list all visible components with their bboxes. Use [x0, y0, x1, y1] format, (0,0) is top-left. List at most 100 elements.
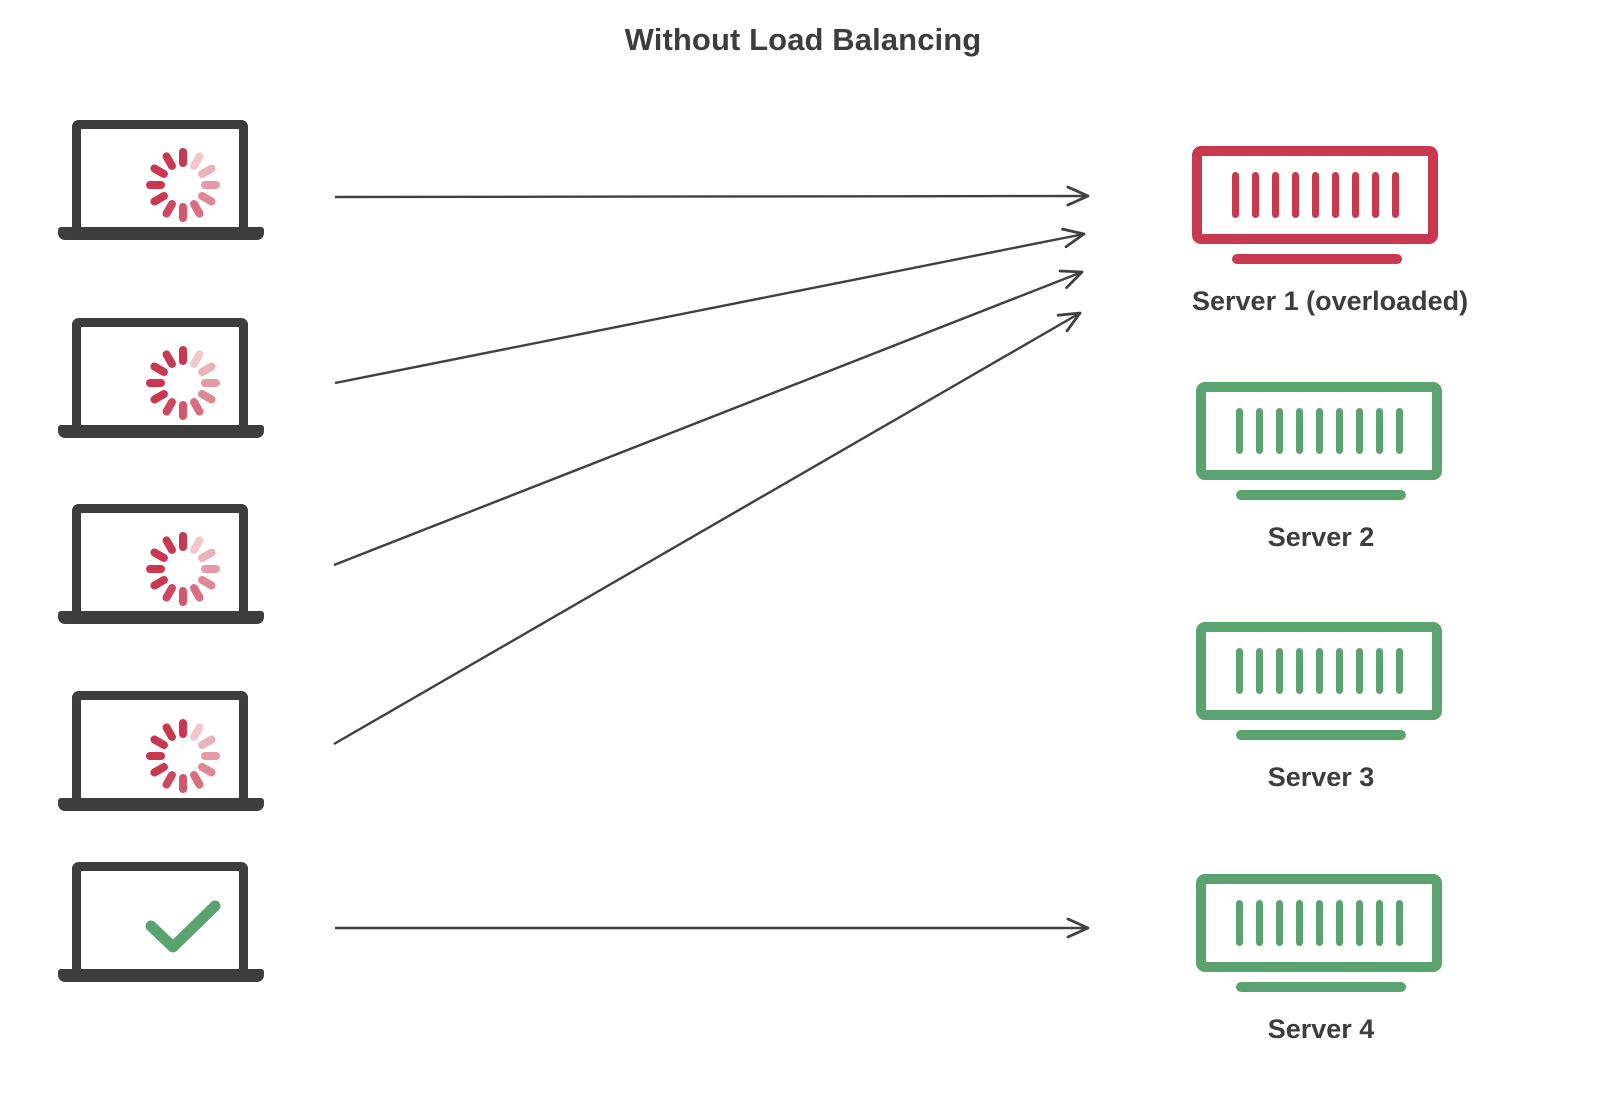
server-rack-bar [1351, 172, 1359, 218]
server-rack-bar [1335, 648, 1343, 694]
connection-arrow [335, 917, 1090, 939]
server-rack-icon [1196, 382, 1442, 480]
server-rack-bar [1375, 408, 1383, 454]
client-laptop [58, 318, 270, 448]
spinner-icon [146, 719, 220, 793]
server-rack-bar [1295, 648, 1303, 694]
check-icon [145, 900, 221, 953]
spinner-segment [179, 587, 187, 606]
connection-arrow [333, 269, 1084, 567]
spinner-segment [179, 719, 187, 738]
spinner-segment [161, 396, 178, 418]
server-rack-bar [1375, 648, 1383, 694]
spinner-segment [188, 198, 205, 220]
spinner-segment [188, 396, 205, 418]
spinner-segment [201, 181, 220, 189]
server-rack-bar [1275, 900, 1283, 946]
server-node: Server 1 (overloaded) [1192, 146, 1469, 317]
spinner-segment [146, 752, 165, 760]
laptop-screen [104, 709, 262, 803]
server-rack-bar [1271, 172, 1279, 218]
laptop-base [58, 611, 264, 624]
server-rack-bar [1255, 900, 1263, 946]
server-rack-bar [1255, 648, 1263, 694]
server-rack-bar [1275, 648, 1283, 694]
server-label: Server 4 [1267, 1014, 1375, 1044]
spinner-segment [188, 769, 205, 791]
server-rack-bar [1275, 408, 1283, 454]
server-rack-bar [1355, 648, 1363, 694]
spinner-segment [179, 203, 187, 222]
spinner-segment [201, 752, 220, 760]
server-rack-bar [1255, 408, 1263, 454]
server-rack-bar [1235, 900, 1243, 946]
client-laptop [58, 691, 270, 821]
spinner-segment [196, 163, 218, 180]
page-title: Without Load Balancing [624, 22, 982, 57]
server-rack-bar [1315, 408, 1323, 454]
laptop-lid [72, 504, 248, 616]
server-rack-bar [1315, 900, 1323, 946]
spinner-icon [146, 346, 220, 420]
server-node: Server 2 [1196, 382, 1446, 553]
spinner-segment [146, 379, 165, 387]
server-rack-icon [1196, 874, 1442, 972]
connection-arrow [334, 227, 1086, 385]
spinner-segment [161, 769, 178, 791]
laptop-screen [104, 336, 262, 430]
laptop-base [58, 227, 264, 240]
spinner-segment [201, 379, 220, 387]
arrow-head [1058, 269, 1084, 290]
server-stand [1236, 730, 1406, 740]
spinner-segment [161, 582, 178, 604]
server-rack-bar [1235, 408, 1243, 454]
server-rack-bar [1295, 408, 1303, 454]
spinner-segment [161, 198, 178, 220]
server-label: Server 2 [1267, 522, 1375, 552]
server-rack-bar [1371, 172, 1379, 218]
server-rack-bar [1355, 408, 1363, 454]
server-rack-bar [1355, 900, 1363, 946]
laptop-screen [104, 880, 262, 974]
spinner-segment [179, 774, 187, 793]
server-rack-bar [1251, 172, 1259, 218]
laptop-base [58, 798, 264, 811]
server-label: Server 1 (overloaded) [1192, 286, 1469, 316]
laptop-lid [72, 318, 248, 430]
server-rack-bar [1395, 900, 1403, 946]
connection-arrow [334, 185, 1090, 207]
connection-arrow [333, 311, 1082, 746]
spinner-segment [179, 401, 187, 420]
server-rack-bar [1291, 172, 1299, 218]
spinner-icon [146, 532, 220, 606]
server-rack-bar [1335, 900, 1343, 946]
server-rack-bar [1235, 648, 1243, 694]
spinner-segment [196, 388, 218, 405]
laptop-base [58, 425, 264, 438]
server-rack-bar [1315, 648, 1323, 694]
server-rack-bar [1295, 900, 1303, 946]
laptop-base [58, 969, 264, 982]
spinner-segment [188, 582, 205, 604]
server-rack-bar [1231, 172, 1239, 218]
spinner-segment [196, 574, 218, 591]
spinner-icon [146, 148, 220, 222]
arrow-line [334, 194, 1089, 199]
server-rack-bar [1331, 172, 1339, 218]
server-rack-icon [1192, 146, 1438, 244]
spinner-segment [146, 565, 165, 573]
spinner-segment [179, 532, 187, 551]
laptop-lid [72, 120, 248, 232]
spinner-segment [196, 547, 218, 564]
server-node: Server 4 [1196, 874, 1446, 1045]
server-rack-bar [1391, 172, 1399, 218]
arrow-head [1066, 185, 1090, 207]
laptop-screen [104, 522, 262, 616]
laptop-lid [72, 691, 248, 803]
server-label: Server 3 [1267, 762, 1375, 792]
arrow-line [333, 311, 1081, 746]
laptop-lid [72, 862, 248, 974]
spinner-segment [196, 734, 218, 751]
laptop-screen [104, 138, 262, 232]
